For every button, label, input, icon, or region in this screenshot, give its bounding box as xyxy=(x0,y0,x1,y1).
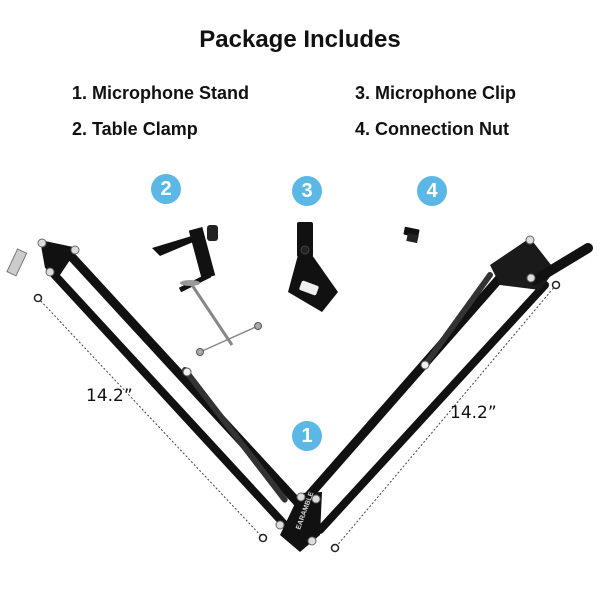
right-top-joint xyxy=(490,235,593,290)
left-top-joint xyxy=(6,238,80,277)
page-title: Package Includes xyxy=(199,26,401,53)
badge-3: 3 xyxy=(292,176,322,206)
item-microphone-clip: 3. Microphone Clip xyxy=(355,83,517,103)
left-arm xyxy=(46,250,305,529)
dimension-label-left: 14.2” xyxy=(86,386,133,406)
item-connection-nut: 4. Connection Nut xyxy=(355,119,509,139)
right-arm xyxy=(300,250,549,534)
item-microphone-stand: 1. Microphone Stand xyxy=(72,83,250,103)
dimension-line-right xyxy=(334,284,557,549)
item-table-clamp: 2. Table Clamp xyxy=(72,119,198,139)
badge-2: 2 xyxy=(151,174,181,204)
dimension-label-right: 14.2” xyxy=(450,403,497,423)
microphone-clip-illustration xyxy=(288,222,338,312)
bottom-joint: EARAMBLE xyxy=(275,491,322,552)
badge-4: 4 xyxy=(417,176,447,206)
table-clamp-illustration xyxy=(152,225,262,356)
badge-1: 1 xyxy=(292,421,322,451)
connection-nut-illustration xyxy=(403,226,420,244)
dimension-line-left xyxy=(37,297,264,539)
